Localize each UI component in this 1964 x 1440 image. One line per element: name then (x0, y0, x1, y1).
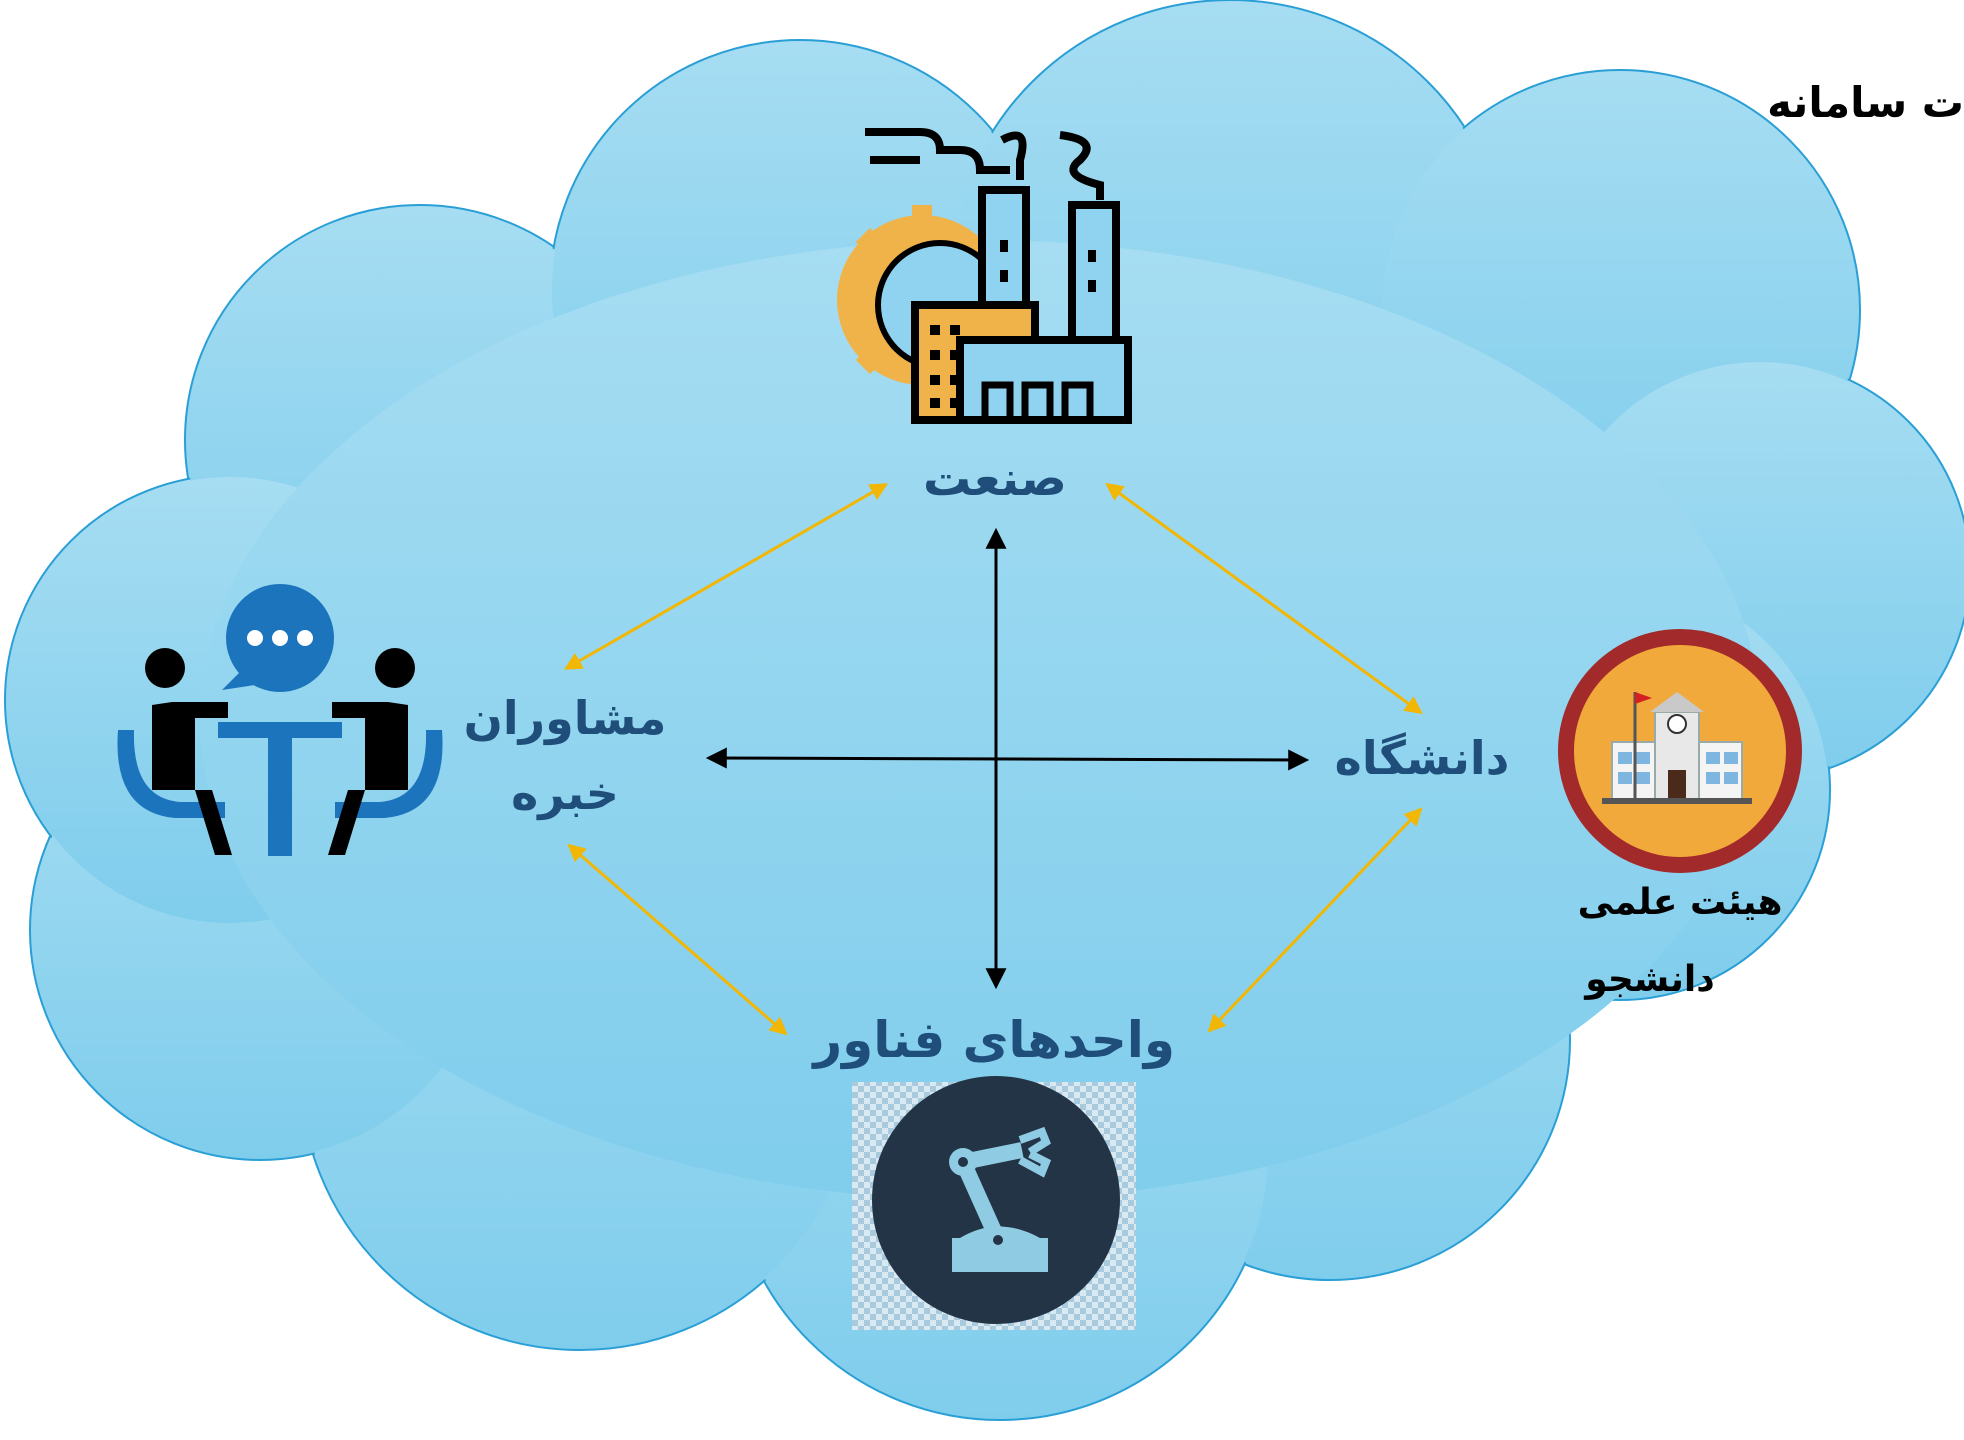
node-label-tech-units: واحدهای فناور (813, 1011, 1175, 1069)
arrow-consultants-university (705, 747, 1310, 771)
arrow-university-techunits (1207, 807, 1423, 1033)
node-label-university: دانشگاه (1334, 731, 1510, 785)
university-building-icon (1558, 629, 1802, 873)
node-label-consultants-line2: خبره (511, 766, 619, 820)
robot-arm-icon (852, 1076, 1136, 1330)
university-member-faculty: هیئت علمی (1577, 882, 1783, 923)
arrow-industry-university (1105, 482, 1423, 715)
university-member-student: دانشجو (1585, 959, 1715, 1000)
page-title: ت سامانه (1767, 82, 1964, 124)
consultation-icon (117, 584, 443, 856)
node-label-consultants-line1: مشاوران (463, 691, 667, 745)
factory-icon (837, 128, 1132, 424)
arrow-industry-consultants (563, 483, 889, 670)
arrow-consultants-techunits (567, 843, 788, 1036)
node-label-industry: صنعت (923, 451, 1067, 507)
